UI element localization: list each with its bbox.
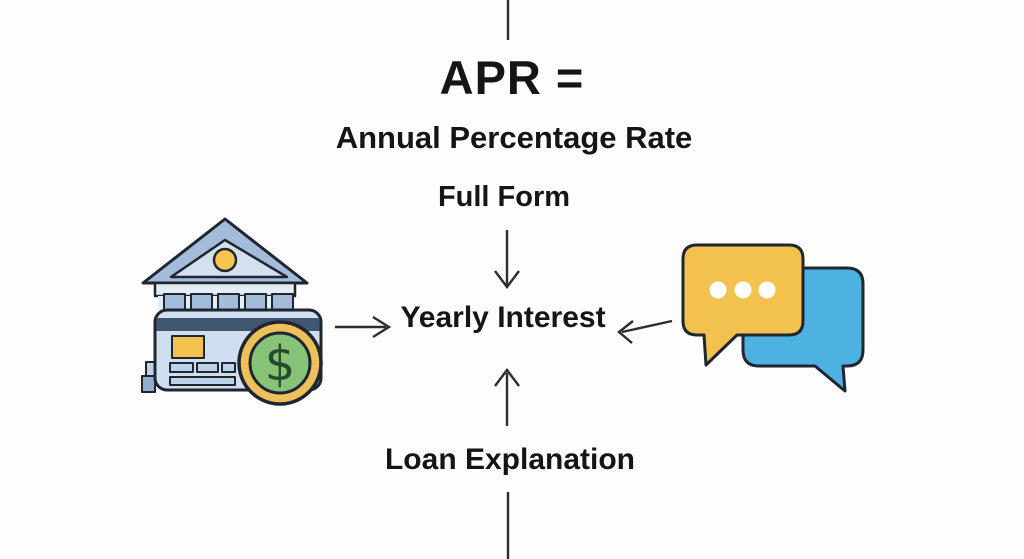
credit-card-number-blocks [169,362,236,386]
arrow-left-icon [617,319,673,344]
credit-card-chip [171,335,205,359]
chat-bubbles-icon [681,243,865,393]
page-title: APR = [439,51,585,104]
arrow-up-icon [494,368,520,426]
chat-bubble-yellow [681,243,805,367]
coin-face [248,331,312,395]
bank-credit-card-icon: $ [141,217,323,406]
chat-dots-icon [709,281,776,299]
arrow-right-icon [335,315,392,339]
dollar-sign: $ [265,336,296,392]
loan-explanation-label: Loan Explanation [384,443,636,476]
bank-columns [163,293,294,312]
card-tab-lower [141,375,156,393]
arrow-down-icon [494,230,520,289]
page-subtitle: Annual Percentage Rate [335,120,693,155]
yearly-interest-label: Yearly Interest [400,301,606,334]
bank-roof-circle [212,247,238,273]
full-form-label: Full Form [437,181,571,213]
